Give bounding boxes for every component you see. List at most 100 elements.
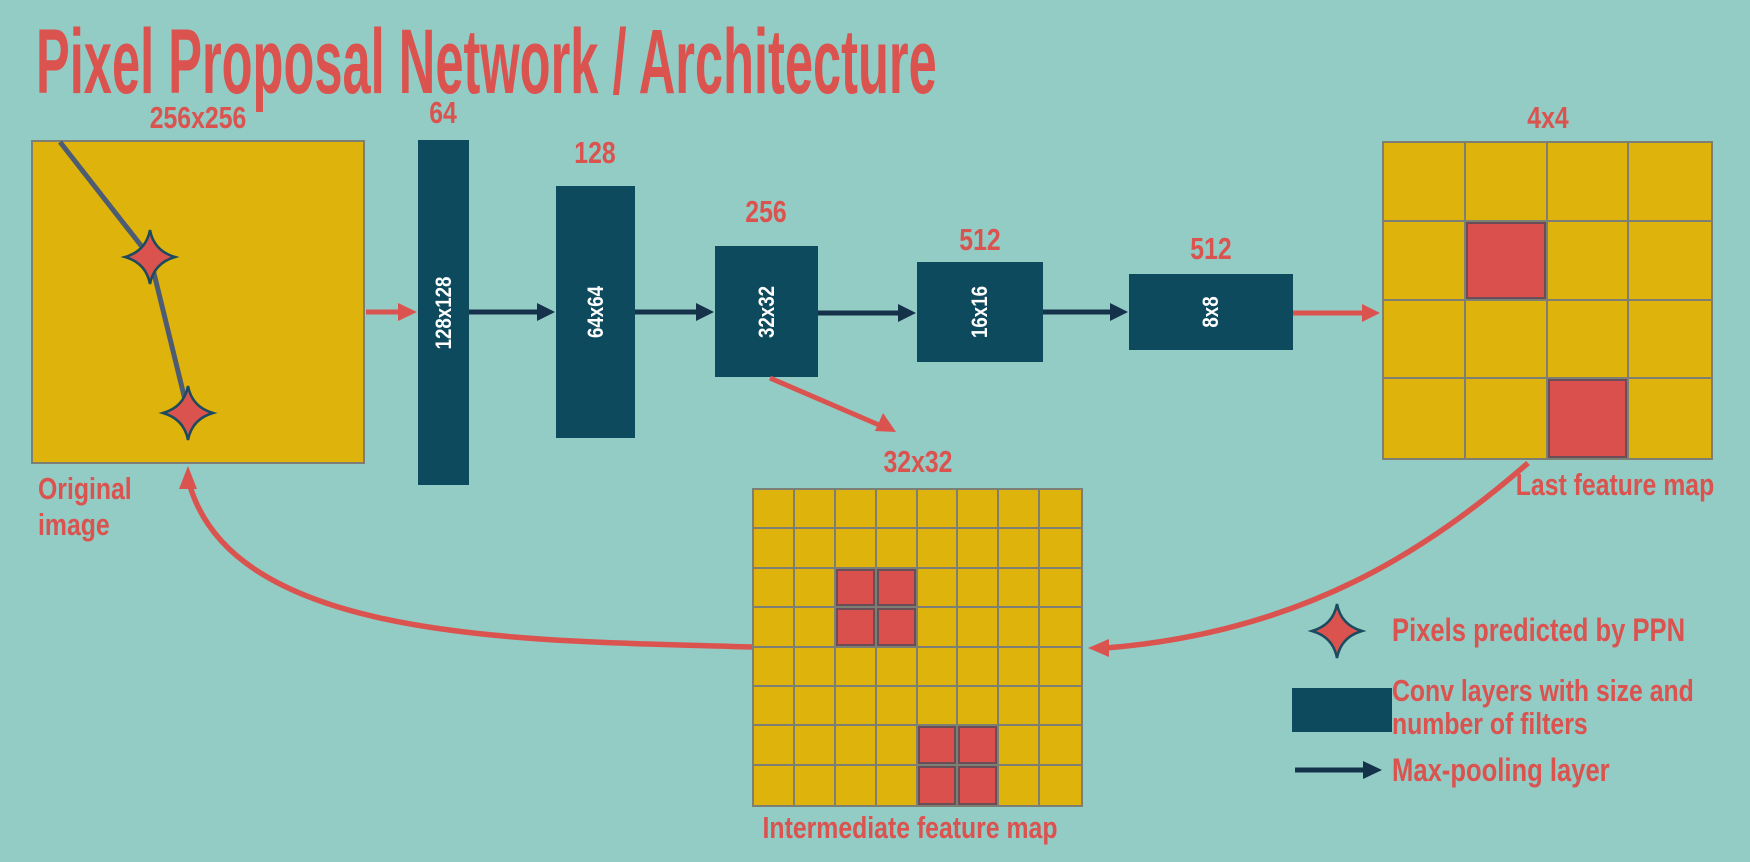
feature-cell [754, 568, 795, 609]
feedback-curve-intermediate-to-original [179, 466, 753, 650]
conv-layer-size: 128x128 [430, 276, 456, 349]
feature-cell [917, 568, 959, 609]
feature-cell [999, 490, 1041, 530]
feature-cell [1629, 379, 1711, 458]
feature-cell [794, 686, 836, 727]
feature-cell [1040, 490, 1081, 530]
feature-cell [1040, 568, 1081, 609]
max-pooling-arrow [1043, 303, 1128, 321]
feature-cell [835, 529, 877, 569]
feature-cell [958, 568, 1000, 609]
feature-cell [1040, 608, 1081, 648]
legend-line: number of filters [1392, 706, 1588, 741]
intermediate-feature-map-caption: Intermediate feature map [762, 810, 1058, 845]
highlighted-feature-cell [917, 726, 959, 766]
feature-cell [917, 529, 959, 569]
feature-cell [1384, 143, 1466, 222]
feature-cell [1040, 529, 1081, 569]
feature-cell [754, 529, 795, 569]
max-pooling-arrow [818, 304, 916, 322]
feature-cell [999, 608, 1041, 648]
feature-cell [794, 529, 836, 569]
feature-cell [754, 608, 795, 648]
legend-pixels-label: Pixels predicted by PPN [1392, 612, 1686, 648]
original-image-square [31, 140, 365, 464]
original-image-size-label: 256x256 [149, 100, 247, 135]
feature-cell [958, 490, 1000, 530]
feature-cell [917, 490, 959, 530]
feature-cell [754, 726, 795, 766]
page-title: Pixel Proposal Network / Architecture [36, 11, 937, 113]
highlighted-feature-cell [835, 608, 877, 648]
feature-cell [999, 726, 1041, 766]
conv-layer-1: 128x128 [418, 140, 469, 485]
feature-cell [835, 647, 877, 687]
max-pooling-arrow [635, 303, 714, 321]
conv-layer-2: 64x64 [556, 186, 635, 438]
feature-cell [794, 608, 836, 648]
feature-cell [835, 726, 877, 766]
feature-cell [876, 647, 918, 687]
highlighted-feature-cell [958, 726, 1000, 766]
highlighted-feature-cell [958, 765, 1000, 805]
feature-cell [999, 529, 1041, 569]
feature-cell [876, 490, 918, 530]
last-feature-map-grid [1382, 141, 1713, 460]
feature-cell [835, 686, 877, 727]
conv-filters-label: 512 [959, 222, 1001, 257]
feature-cell [876, 765, 918, 805]
feature-cell [1547, 300, 1630, 380]
last-feature-map-size-label: 4x4 [1527, 100, 1569, 135]
feature-cell [1040, 686, 1081, 727]
feature-cell [1384, 221, 1466, 301]
intermediate-branch-arrow [769, 375, 896, 432]
feature-cell [754, 490, 795, 530]
highlighted-feature-cell [1465, 221, 1548, 301]
feature-cell [1629, 300, 1711, 380]
conv-layer-4: 16x16 [917, 262, 1043, 362]
feature-cell [999, 765, 1041, 805]
feature-cell [958, 529, 1000, 569]
feature-cell [958, 608, 1000, 648]
feature-cell [1465, 143, 1548, 222]
caption-line: Original [38, 471, 132, 506]
feature-cell [958, 647, 1000, 687]
conv-filters-label: 256 [745, 194, 787, 229]
feature-cell [754, 647, 795, 687]
feature-cell [999, 686, 1041, 727]
feature-cell [754, 765, 795, 805]
feature-cell [1629, 143, 1711, 222]
feature-cell [876, 686, 918, 727]
intermediate-feature-map-size-label: 32x32 [883, 444, 953, 479]
feature-cell [754, 686, 795, 727]
feature-cell [835, 765, 877, 805]
feature-cell [794, 726, 836, 766]
highlighted-feature-cell [1547, 379, 1630, 458]
max-pooling-arrow [469, 303, 555, 321]
feature-cell [1040, 726, 1081, 766]
feature-cell [1465, 379, 1548, 458]
feature-cell [999, 568, 1041, 609]
feature-cell [917, 647, 959, 687]
caption-line: image [38, 507, 110, 542]
highlighted-feature-cell [876, 568, 918, 609]
legend-maxpool-label: Max-pooling layer [1392, 752, 1610, 788]
highlighted-feature-cell [876, 608, 918, 648]
feature-cell [1040, 765, 1081, 805]
feature-cell [999, 647, 1041, 687]
ppn-star-icon [1307, 603, 1367, 659]
feature-cell [917, 686, 959, 727]
feature-cell [876, 529, 918, 569]
conv-layer-size: 64x64 [582, 285, 608, 339]
last-feature-map-caption: Last feature map [1515, 467, 1715, 502]
conv-layer-size: 32x32 [753, 285, 779, 338]
feature-cell [835, 490, 877, 530]
feature-cell [1040, 647, 1081, 687]
conv-layer-size: 16x16 [967, 285, 992, 339]
conv-layer-size: 8x8 [1198, 296, 1223, 328]
legend-line: Conv layers with size and [1392, 673, 1694, 708]
input-flow-arrow [366, 303, 417, 321]
highlighted-feature-cell [835, 568, 877, 609]
feature-cell [794, 568, 836, 609]
